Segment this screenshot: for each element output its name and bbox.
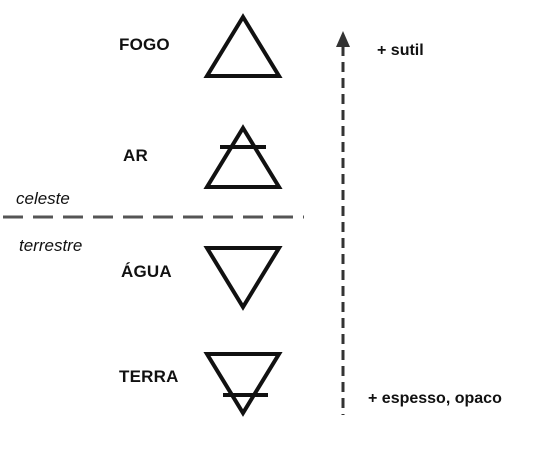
air-symbol-icon <box>203 124 283 189</box>
arrow-up-icon <box>336 31 350 47</box>
earth-symbol-icon <box>203 352 283 417</box>
air-label: AR <box>123 146 148 165</box>
water-symbol-icon <box>203 246 283 311</box>
terrestre-zone-label: terrestre <box>19 236 83 255</box>
subtlety-scale-arrow <box>336 31 350 415</box>
fire-label: FOGO <box>119 35 170 54</box>
fire-symbol-icon <box>203 13 283 78</box>
subtle-scale-label: + sutil <box>377 42 424 59</box>
celeste-zone-label: celeste <box>16 189 70 208</box>
dense-scale-label: + espesso, opaco <box>368 390 502 407</box>
earth-label: TERRA <box>119 367 179 386</box>
water-label: ÁGUA <box>121 262 172 281</box>
